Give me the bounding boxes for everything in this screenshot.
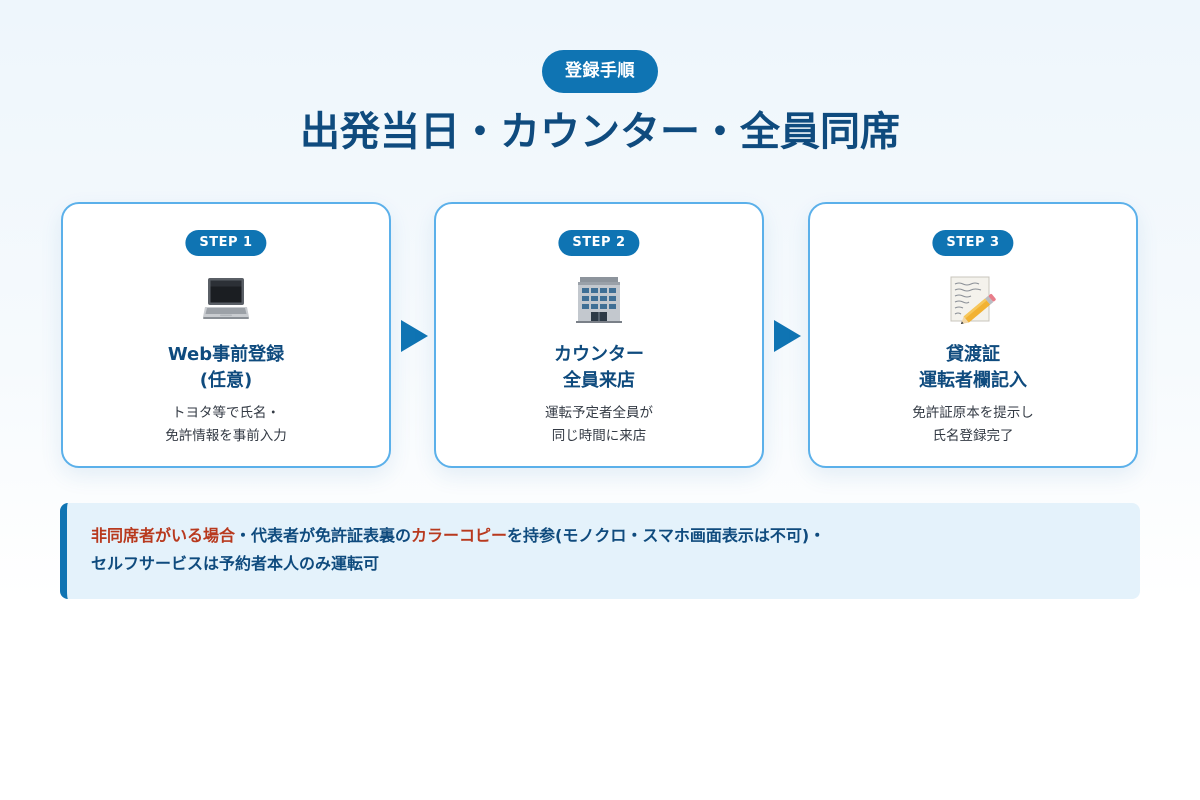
step-description: トヨタ等で氏名・ 免許情報を事前入力 bbox=[63, 402, 389, 448]
step-card-2: STEP 2 カウンター 全員来店 運転予定者全員が 同じ時間に来店 bbox=[434, 202, 764, 468]
arrow-right-icon bbox=[774, 320, 801, 352]
step-description-line: 同じ時間に来店 bbox=[551, 428, 647, 444]
step-description-line: 免許証原本を提示し bbox=[912, 405, 1034, 421]
notice-highlight: カラーコピー bbox=[411, 526, 508, 545]
page-title: 出発当日・カウンター・全員同席 bbox=[300, 109, 900, 155]
memo-pencil-icon bbox=[948, 274, 998, 325]
step-description: 免許証原本を提示し 氏名登録完了 bbox=[810, 402, 1136, 448]
step-badge: STEP 2 bbox=[558, 230, 640, 256]
arrow-right-icon bbox=[401, 320, 428, 352]
step-description-line: 免許情報を事前入力 bbox=[165, 428, 287, 444]
step-description-line: トヨタ等で氏名・ bbox=[172, 405, 280, 421]
step-badge: STEP 3 bbox=[932, 230, 1014, 256]
notice-text: を持参(モノクロ・スマホ画面表示は不可)・ bbox=[507, 526, 826, 545]
step-title-line: (任意) bbox=[199, 370, 253, 391]
notice-text: ・代表者が免許証表裏の bbox=[235, 526, 412, 545]
step-title: 貸渡証 運転者欄記入 bbox=[810, 342, 1136, 394]
notice-line: セルフサービスは予約者本人のみ運転可 bbox=[91, 554, 380, 573]
office-building-icon bbox=[574, 274, 624, 324]
step-description-line: 運転予定者全員が bbox=[545, 405, 653, 421]
laptop-icon bbox=[201, 274, 251, 324]
step-description-line: 氏名登録完了 bbox=[932, 428, 1014, 444]
step-card-3: STEP 3 貸渡証 運転者欄記入 免許 bbox=[808, 202, 1138, 468]
step-title-line: 貸渡証 bbox=[946, 344, 1000, 365]
step-title-line: 全員来店 bbox=[563, 370, 635, 391]
step-title-line: 運転者欄記入 bbox=[919, 370, 1027, 391]
step-title-line: Web事前登録 bbox=[167, 344, 285, 365]
step-description: 運転予定者全員が 同じ時間に来店 bbox=[436, 402, 762, 448]
step-title-line: カウンター bbox=[554, 344, 644, 365]
step-title: Web事前登録 (任意) bbox=[63, 342, 389, 394]
section-badge: 登録手順 bbox=[542, 50, 658, 93]
notice-highlight: 非同席者がいる場合 bbox=[91, 526, 236, 545]
notice-box: 非同席者がいる場合・代表者が免許証表裏のカラーコピーを持参(モノクロ・スマホ画面… bbox=[60, 503, 1140, 599]
step-card-1: STEP 1 Web事前登録 (任意) トヨタ等で氏名・ 免許情報を事前入力 bbox=[61, 202, 391, 468]
notice-line: 非同席者がいる場合・代表者が免許証表裏のカラーコピーを持参(モノクロ・スマホ画面… bbox=[91, 522, 1112, 550]
step-title: カウンター 全員来店 bbox=[436, 342, 762, 394]
step-badge: STEP 1 bbox=[185, 230, 267, 256]
